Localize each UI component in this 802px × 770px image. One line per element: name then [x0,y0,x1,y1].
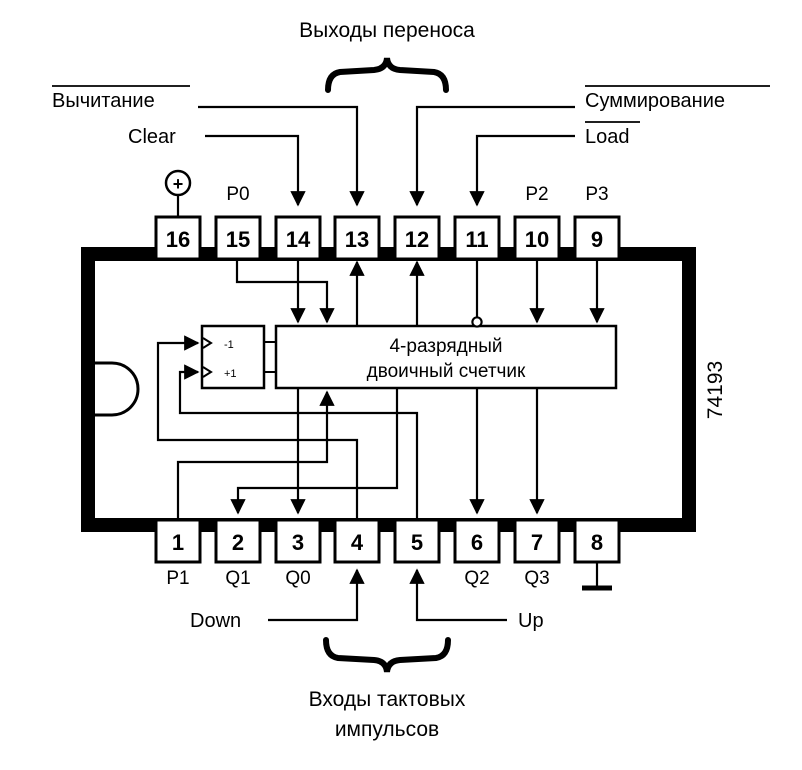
bottom-pin-number-7: 7 [531,530,543,555]
wire-up [178,364,419,520]
bottom-pin-box-8 [573,518,621,564]
bottom-pin-label-2: Q1 [225,568,250,589]
top-pin-box-13 [333,215,381,261]
subtract-label: Вычитание [52,90,155,112]
bottom-pin-number-4: 4 [351,530,364,555]
bottom-pin-number-6: 6 [471,530,483,555]
bottom-pin-number-3: 3 [292,530,304,555]
down-label: Down [190,610,241,632]
clock-select-minus-label: -1 [224,339,234,351]
top-pin-box-16 [154,215,202,261]
ext-load-line [469,134,575,207]
top-pin-number-15: 15 [226,227,250,252]
bottom-pin-box-4 [333,518,381,564]
bottom-pin-number-8: 8 [591,530,603,555]
top-pin-number-14: 14 [286,227,311,252]
top-pin-number-13: 13 [345,227,369,252]
chip-body [81,247,696,532]
wire-p0 [235,258,335,324]
top-pin-box-12 [393,215,441,261]
bottom-pin-label-3: Q0 [285,568,310,589]
clock-select-arrow-minus [202,337,213,349]
wire-q1 [230,388,399,515]
top-pin-number-16: 16 [166,227,190,252]
up-label: Up [518,610,544,632]
clock-select-plus-label: +1 [224,368,237,380]
clock-inputs-label-line2: импульсов [335,718,439,741]
bottom-pin-number-2: 2 [232,530,244,555]
part-number: 74193 [704,361,727,419]
carry-outputs-label: Выходы переноса [299,19,475,42]
bottom-pin-number-1: 1 [172,530,184,555]
bottom-pin-label-6: Q2 [464,568,489,589]
vcc-plus: + [173,174,184,194]
clock-select-block [200,324,266,390]
bottom-pin-box-2 [214,518,262,564]
wire-p1 [176,390,335,520]
top-pin-label-9: P3 [585,184,608,205]
counter-block [274,324,618,390]
load-label: Load [585,126,630,148]
top-pin-number-11: 11 [465,227,488,252]
bottom-pin-label-1: P1 [166,568,189,589]
clock-select-arrow-plus [202,366,213,378]
bottom-pin-box-7 [513,518,561,564]
ext-down-line [268,568,365,622]
bottom-pin-box-3 [274,518,322,564]
carry-outputs-brace [325,57,449,93]
wire-down [156,335,359,520]
ext-subtract-line [198,105,365,207]
top-pin-label-10: P2 [525,184,548,205]
top-pin-box-10 [513,215,561,261]
top-pin-number-9: 9 [591,227,603,252]
ext-up-line [409,568,507,622]
bottom-pin-number-5: 5 [411,530,423,555]
clock-inputs-label-line1: Входы тактовых [309,688,466,711]
bottom-pin-label-7: Q3 [524,568,549,589]
ext-clear-line [205,134,306,207]
vcc-icon [164,169,192,197]
clock-inputs-brace [323,637,451,673]
top-pin-number-12: 12 [405,227,429,252]
counter-label-line2: двоичный счетчик [367,361,526,382]
bottom-pin-box-6 [453,518,501,564]
sum-label: Суммирование [585,90,725,112]
counter-label-line1: 4-разрядный [389,336,502,357]
top-pin-number-10: 10 [525,227,549,252]
ext-sum-line [409,105,575,207]
top-pin-box-14 [274,215,322,261]
top-pin-label-15: P0 [226,184,249,205]
chip-notch [95,361,140,417]
clear-label: Clear [128,126,176,148]
